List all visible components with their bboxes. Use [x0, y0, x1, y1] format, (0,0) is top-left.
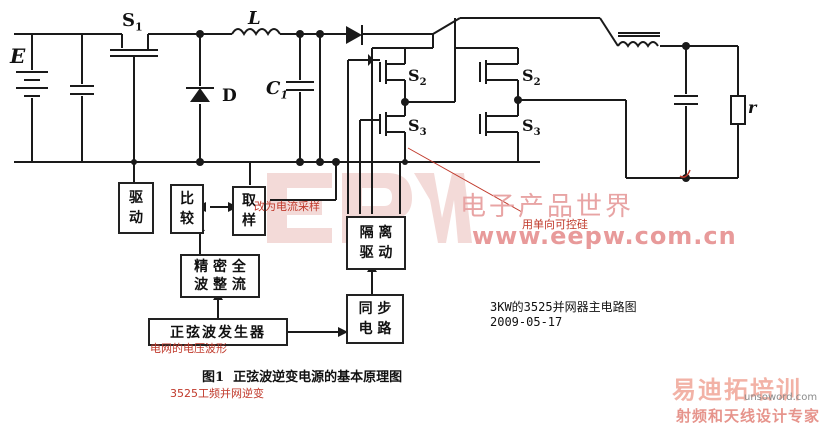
small-watermark: unsoword.com: [744, 392, 818, 403]
sine-generator-block: 正弦波发生器: [148, 318, 288, 346]
eepw-watermark-cn: 电子产品世界: [460, 192, 635, 222]
sample-block: 取 样: [232, 186, 266, 236]
switch-s2-right-label: S2: [522, 66, 541, 89]
compare-block: 比 较: [170, 184, 204, 234]
training-watermark: 易迪拓培训: [672, 376, 802, 404]
diode-label: D: [222, 86, 237, 106]
figure-caption: 图1 正弦波逆变电源的基本原理图: [202, 370, 403, 385]
source-label: E: [10, 44, 26, 68]
switch-s2-left-label: S2: [408, 66, 427, 89]
training-subtitle-watermark: 射频和天线设计专家: [676, 407, 821, 425]
date-label: 2009-05-17: [490, 315, 563, 329]
eepw-watermark-url: www.eepw.com.cn: [472, 222, 737, 250]
note-scr: 用单向可控硅: [522, 218, 588, 231]
main-title: 3KW的3525并网器主电路图: [490, 300, 637, 314]
note-grid-voltage: 电网的电压波形: [150, 342, 227, 355]
capacitor-c1-label: C1: [266, 78, 288, 102]
drive-block: 驱 动: [118, 182, 154, 234]
switch-s1-label: S1: [122, 10, 143, 34]
note-3525-inverter: 3525工频并网逆变: [170, 387, 264, 400]
inductor-label: L: [248, 8, 261, 29]
note-current-sampling: 改为电流采样: [254, 200, 320, 213]
switch-s3-right-label: S3: [522, 116, 541, 139]
isolation-drive-block: 隔 离 驱 动: [346, 216, 406, 270]
precision-rectifier-block: 精 密 全 波 整 流: [180, 254, 260, 298]
switch-s3-left-label: S3: [408, 116, 427, 139]
load-label: r: [748, 98, 757, 117]
sync-circuit-block: 同 步 电 路: [346, 294, 404, 344]
